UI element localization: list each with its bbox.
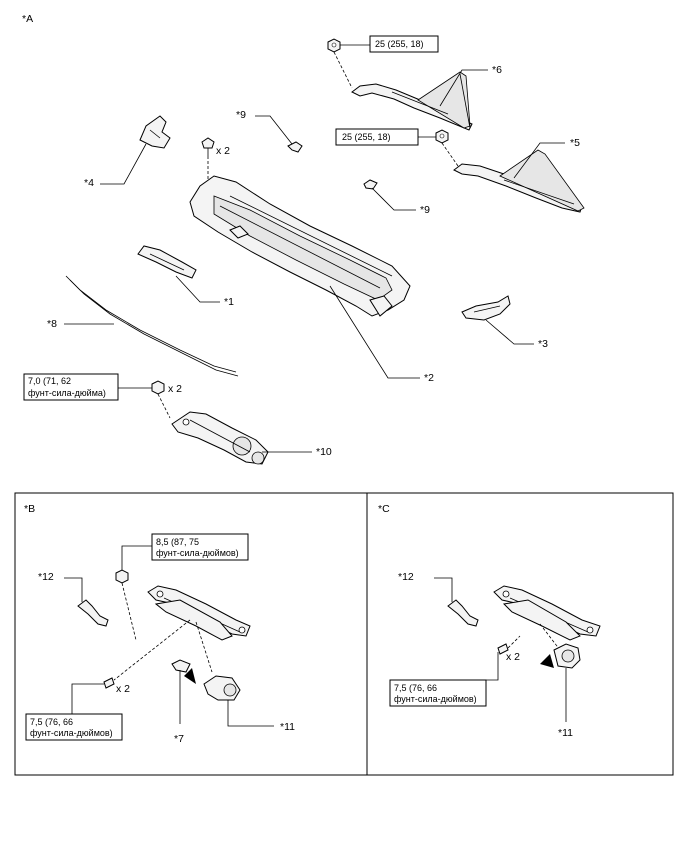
cap-9-lower — [363, 179, 378, 190]
bracket-7 — [171, 659, 191, 673]
callout-4: *4 — [84, 177, 94, 189]
callout-6: *6 — [492, 64, 502, 76]
callout-10: *10 — [316, 446, 332, 458]
arrow-icon-b — [184, 668, 196, 684]
callout-9-lower: *9 — [420, 204, 430, 216]
torque-box-arm6 — [369, 35, 439, 53]
wiper-link-c — [493, 585, 601, 641]
callout-2: *2 — [424, 372, 434, 384]
crank-arm-12-b — [77, 599, 109, 627]
side-cover-3 — [461, 295, 511, 321]
torque-bolt-c-line1: 7,5 (76, 66 — [394, 683, 437, 693]
wiper-link-motor-10 — [171, 411, 269, 465]
wiper-arm-5 — [453, 149, 585, 213]
section-c-label: *C — [378, 503, 390, 515]
seal-strip-8 — [65, 275, 239, 377]
wiper-arm-6 — [351, 71, 473, 131]
arm-nut-5 — [435, 129, 449, 144]
wiper-link-b — [147, 585, 251, 641]
torque-bolt-b-line1: 7,5 (76, 66 — [30, 717, 73, 727]
callout-11-c: *11 — [558, 727, 573, 739]
torque-box-bolt-c — [389, 679, 487, 707]
cowl-top-panel-2 — [189, 175, 411, 317]
torque-box-arm5 — [335, 128, 419, 146]
arrow-icon-c — [540, 654, 554, 668]
torque-nut-b-line1: 8,5 (87, 75 — [156, 537, 199, 547]
cap-9-upper — [287, 141, 303, 153]
torque-box-nut-b — [151, 533, 249, 561]
cowl-clip-qty: x 2 — [216, 145, 230, 157]
torque-motor-a-line1: 7,0 (71, 62 — [28, 376, 71, 386]
side-cover-4 — [139, 115, 171, 149]
link-nut-b — [115, 569, 129, 584]
wiper-motor-11-c — [553, 643, 581, 669]
callout-1: *1 — [224, 296, 234, 308]
cowl-clip — [201, 137, 215, 156]
callout-11-b: *11 — [280, 721, 295, 733]
section-c-frame — [366, 492, 674, 776]
section-a-label: *A — [22, 13, 33, 25]
motor-bolt-a-qty: x 2 — [168, 383, 182, 395]
motor-bolt-c — [497, 643, 509, 655]
callout-12-c: *12 — [398, 571, 414, 583]
motor-bolt-a — [151, 380, 165, 395]
wiper-motor-11-b — [203, 675, 241, 701]
motor-bolt-c-qty: x 2 — [506, 651, 520, 663]
crank-arm-12-c — [447, 599, 479, 627]
inner-cover-1 — [137, 245, 197, 279]
callout-7: *7 — [174, 733, 184, 745]
torque-arm5-text: 25 (255, 18) — [342, 132, 391, 142]
motor-bolt-b — [103, 677, 115, 689]
callout-3: *3 — [538, 338, 548, 350]
torque-motor-a-line2: фунт-сила-дюйма) — [28, 388, 106, 398]
torque-box-motor-a — [23, 373, 119, 401]
torque-arm6-text: 25 (255, 18) — [375, 39, 424, 49]
callout-12-b: *12 — [38, 571, 54, 583]
callout-9-upper: *9 — [236, 109, 246, 121]
section-b-label: *B — [24, 503, 35, 515]
callout-8: *8 — [47, 318, 57, 330]
torque-box-bolt-b — [25, 713, 123, 741]
torque-bolt-b-line2: фунт-сила-дюймов) — [30, 728, 113, 738]
arm-nut-6 — [327, 38, 341, 53]
torque-bolt-c-line2: фунт-сила-дюймов) — [394, 694, 477, 704]
motor-bolt-b-qty: x 2 — [116, 683, 130, 695]
callout-5: *5 — [570, 137, 580, 149]
torque-nut-b-line2: фунт-сила-дюймов) — [156, 548, 239, 558]
